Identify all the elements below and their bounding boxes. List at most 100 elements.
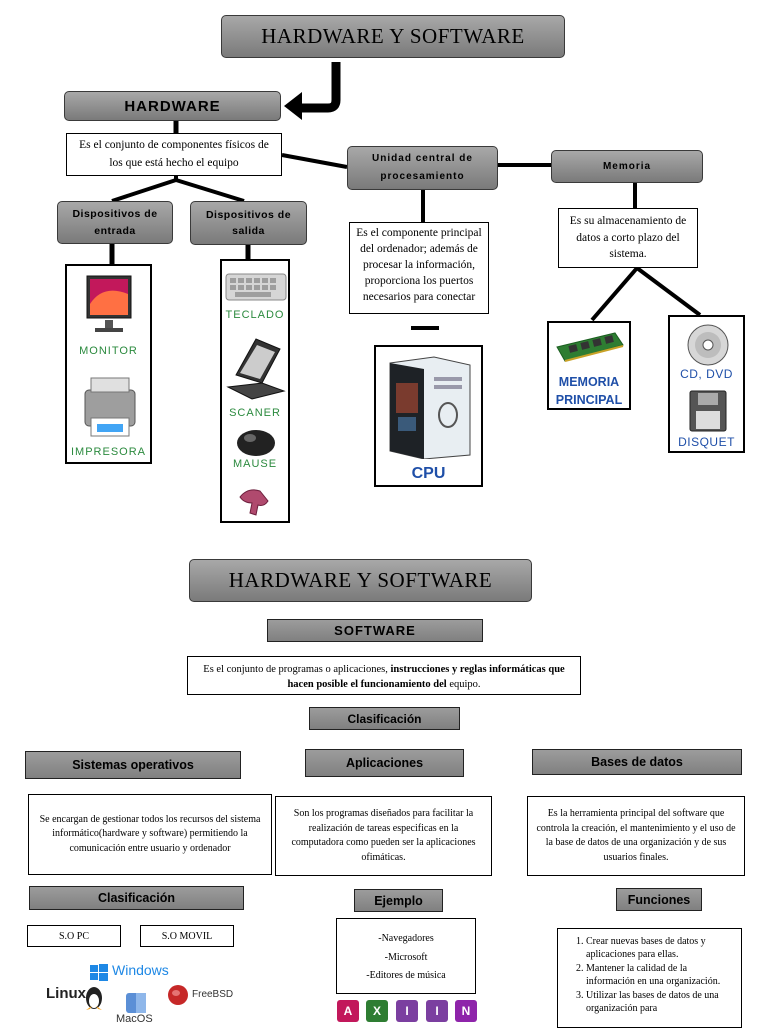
software-diagram-title-text: HARDWARE Y SOFTWARE bbox=[228, 568, 493, 592]
output-devices-images: TECLADO SCANER MAUSE bbox=[220, 259, 290, 523]
excel-icon: X bbox=[366, 1000, 388, 1022]
cpu-node: Unidad central de procesamiento bbox=[347, 146, 498, 190]
software-definition-part2: equipo. bbox=[446, 679, 481, 691]
db-node-label: Bases de datos bbox=[591, 755, 683, 769]
so-movil-label: S.O MOVIL bbox=[161, 930, 213, 942]
so-definition-text: Se encargan de gestionar todos los recur… bbox=[39, 813, 261, 854]
memory-node: Memoria bbox=[551, 150, 703, 183]
teclado-label: TECLADO bbox=[225, 309, 285, 321]
linux-logo: Linux bbox=[46, 982, 108, 1012]
software-node: SOFTWARE bbox=[267, 619, 483, 642]
apps-definition: Son los programas diseñados para facilit… bbox=[275, 796, 492, 876]
software-definition-part1: Es el conjunto de programas o aplicacion… bbox=[203, 664, 391, 675]
input-devices-node: Dispositivos de entrada bbox=[57, 201, 173, 244]
macos-label: MacOS bbox=[116, 1013, 153, 1025]
clasificacion-node: Clasificación bbox=[309, 707, 460, 730]
monitor-icon bbox=[86, 275, 132, 332]
ejemplo-item: -Microsoft bbox=[384, 951, 428, 963]
impresora-label: IMPRESORA bbox=[70, 446, 146, 458]
hardware-diagram-title-text: HARDWARE Y SOFTWARE bbox=[261, 24, 525, 48]
apps-definition-text: Son los programas diseñados para facilit… bbox=[291, 808, 476, 863]
memory-definition: Es su almacenamiento de datos a corto pl… bbox=[558, 208, 698, 268]
software-node-label: SOFTWARE bbox=[334, 623, 416, 638]
cpu-definition: Es el componente principal del ordenador… bbox=[349, 222, 489, 314]
apps-node: Aplicaciones bbox=[305, 749, 464, 777]
so-clasificacion-node: Clasificación bbox=[29, 886, 244, 910]
so-definition: Se encargan de gestionar todos los recur… bbox=[28, 794, 272, 875]
hardware-diagram-title: HARDWARE Y SOFTWARE bbox=[221, 15, 565, 58]
cpu-image: CPU bbox=[374, 345, 483, 487]
tux-penguin-icon bbox=[86, 987, 102, 1010]
memory-definition-text: Es su almacenamiento de datos a corto pl… bbox=[569, 214, 687, 261]
barcode-scanner-icon bbox=[239, 489, 269, 516]
freebsd-daemon-icon bbox=[168, 985, 188, 1005]
onenote-icon: N bbox=[455, 1000, 477, 1022]
printer-icon bbox=[84, 377, 136, 437]
funciones-item: Mantener la calidad de la información en… bbox=[586, 962, 735, 988]
db-definition-text: Es la herramienta principal del software… bbox=[536, 808, 736, 863]
output-devices-label: Dispositivos de salida bbox=[205, 208, 292, 237]
infopath-icon: I bbox=[396, 1000, 418, 1022]
memoria-image-label: MEMORIA PRINCIPAL bbox=[555, 375, 623, 408]
memory-node-label: Memoria bbox=[602, 161, 652, 172]
cpu-definition-text: Es el componente principal del ordenador… bbox=[356, 227, 482, 304]
ejemplo-list: -Navegadores -Microsoft -Editores de mús… bbox=[336, 918, 476, 994]
db-definition: Es la herramienta principal del software… bbox=[527, 796, 745, 876]
funciones-item: Crear nuevas bases de datos y aplicacion… bbox=[586, 935, 735, 961]
floppy-disk-icon bbox=[689, 390, 727, 432]
ram-module-icon bbox=[556, 332, 624, 362]
computer-tower-icon bbox=[389, 356, 471, 459]
ejemplo-item: -Navegadores bbox=[378, 933, 434, 945]
input-devices-images: MONITOR IMPRESORA bbox=[65, 264, 152, 464]
software-diagram-title: HARDWARE Y SOFTWARE bbox=[189, 559, 532, 602]
memoria-image: MEMORIA PRINCIPAL bbox=[547, 321, 631, 410]
storage-images: CD, DVD DISQUET bbox=[668, 315, 745, 453]
monitor-label: MONITOR bbox=[79, 345, 138, 357]
so-node-label: Sistemas operativos bbox=[72, 758, 194, 772]
funciones-item: Utilizar las bases de datos de una organ… bbox=[586, 989, 735, 1015]
freebsd-label: FreeBSD bbox=[192, 989, 234, 1000]
hardware-node-label: HARDWARE bbox=[124, 97, 221, 115]
software-definition: Es el conjunto de programas o aplicacion… bbox=[187, 656, 581, 695]
hardware-node: HARDWARE bbox=[64, 91, 281, 121]
so-clasificacion-label: Clasificación bbox=[97, 891, 176, 905]
cd-dvd-icon bbox=[687, 324, 729, 366]
input-devices-label: Dispositivos de entrada bbox=[72, 208, 158, 237]
freebsd-logo: FreeBSD bbox=[166, 983, 241, 1007]
funciones-label: Funciones bbox=[627, 892, 691, 907]
software-definition-bold: instrucciones y reglas informáticas que … bbox=[287, 664, 565, 691]
keyboard-icon bbox=[225, 273, 287, 301]
ejemplo-node: Ejemplo bbox=[354, 889, 443, 912]
funciones-node: Funciones bbox=[616, 888, 702, 911]
mause-label: MAUSE bbox=[232, 458, 278, 470]
so-pc-box: S.O PC bbox=[27, 925, 121, 947]
mac-finder-icon bbox=[126, 993, 146, 1013]
apps-node-label: Aplicaciones bbox=[345, 756, 424, 770]
hardware-definition-text: Es el conjunto de componentes físicos de… bbox=[79, 139, 269, 169]
scanner-icon bbox=[226, 338, 286, 400]
access-icon: A bbox=[337, 1000, 359, 1022]
cpu-image-label: CPU bbox=[411, 465, 446, 482]
so-movil-box: S.O MOVIL bbox=[140, 925, 234, 947]
db-node: Bases de datos bbox=[532, 749, 742, 775]
windows-icon bbox=[90, 964, 108, 981]
cpu-node-label: Unidad central de procesamiento bbox=[372, 153, 473, 182]
disquet-label: DISQUET bbox=[678, 435, 735, 449]
so-pc-label: S.O PC bbox=[58, 930, 89, 942]
ejemplo-label: Ejemplo bbox=[374, 893, 423, 908]
windows-logo: Windows bbox=[90, 962, 230, 982]
windows-label: Windows bbox=[112, 962, 169, 978]
scaner-label: SCANER bbox=[229, 407, 281, 419]
clasificacion-label: Clasificación bbox=[347, 711, 422, 726]
so-node: Sistemas operativos bbox=[25, 751, 241, 779]
cd-dvd-label: CD, DVD bbox=[680, 367, 733, 381]
infopath-icon: I bbox=[426, 1000, 448, 1022]
ejemplo-item: -Editores de música bbox=[366, 970, 446, 982]
hardware-definition: Es el conjunto de componentes físicos de… bbox=[66, 133, 282, 176]
funciones-list: Crear nuevas bases de datos y aplicacion… bbox=[557, 928, 742, 1028]
app-icons-row: A X I I N bbox=[337, 1000, 487, 1024]
output-devices-node: Dispositivos de salida bbox=[190, 201, 307, 245]
mouse-icon bbox=[237, 430, 275, 456]
linux-label: Linux bbox=[46, 985, 86, 1002]
